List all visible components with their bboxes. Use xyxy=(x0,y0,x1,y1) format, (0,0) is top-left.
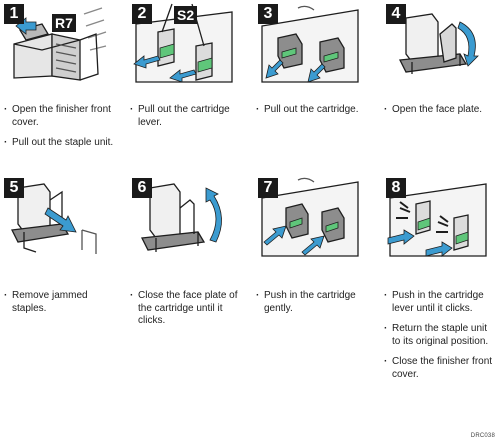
step-number-badge: 2 xyxy=(132,4,152,24)
instruction-item: Return the staple unit to its original p… xyxy=(384,323,496,348)
step-6-caption: Close the face plate of the cartridge un… xyxy=(130,290,248,336)
step-5-caption: Remove jammed staples. xyxy=(4,290,122,323)
document-code: DRC038 xyxy=(470,433,495,439)
close-arrow-icon xyxy=(205,187,222,243)
step-4-illustration: 4 xyxy=(386,4,490,82)
remove-arrow-icon xyxy=(44,207,77,233)
step-8-illustration: 8 xyxy=(386,178,490,257)
instruction-item: Remove jammed staples. xyxy=(4,290,122,315)
instruction-item: Pull out the staple unit. xyxy=(4,137,122,150)
step-6-illustration: 6 xyxy=(132,178,236,256)
instruction-item: Push in the cartridge lever until it cli… xyxy=(384,290,496,315)
instruction-item: Pull out the cartridge lever. xyxy=(130,104,248,129)
face-plate-open-drawing xyxy=(398,13,479,74)
cartridge-lever-drawing xyxy=(133,3,233,83)
step-5-illustration: 5 xyxy=(4,178,108,256)
lever-green-icon xyxy=(159,43,175,59)
pull-arrow-icon xyxy=(265,59,284,79)
step-7-illustration: 7 xyxy=(258,177,362,257)
instruction-item: Close the finisher front cover. xyxy=(384,356,496,381)
remove-staples-drawing xyxy=(11,183,97,254)
lever-push-drawing xyxy=(387,183,487,257)
pull-arrow-icon xyxy=(133,55,161,69)
step-7-caption: Push in the cartridge gently. xyxy=(256,290,374,323)
step-number-badge: 3 xyxy=(258,4,278,24)
instruction-item: Pull out the cartridge. xyxy=(256,104,378,117)
step-2-illustration: 2 S2 xyxy=(132,3,236,83)
cartridge-push-drawing xyxy=(261,177,359,257)
open-arrow-icon xyxy=(457,21,479,67)
step-2-caption: Pull out the cartridge lever. xyxy=(130,104,248,137)
instruction-item: Push in the cartridge gently. xyxy=(256,290,374,315)
step-number-badge: 4 xyxy=(386,4,406,24)
part-label-tag: S2 xyxy=(174,6,198,24)
step-number-badge: 1 xyxy=(4,4,24,24)
step-number-badge: 7 xyxy=(258,178,278,198)
step-8-caption: Push in the cartridge lever until it cli… xyxy=(384,290,496,389)
step-number-badge: 6 xyxy=(132,178,152,198)
instruction-item: Open the face plate. xyxy=(384,104,496,117)
step-3-illustration: 3 xyxy=(258,4,362,83)
push-arrow-icon xyxy=(263,225,287,246)
part-label-tag: R7 xyxy=(52,14,76,32)
instruction-item: Close the face plate of the cartridge un… xyxy=(130,290,248,328)
step-number-badge: 5 xyxy=(4,178,24,198)
step-3-caption: Pull out the cartridge. xyxy=(256,104,378,125)
step-1-illustration: 1 R7 xyxy=(4,4,108,82)
instruction-item: Open the finisher front cover. xyxy=(4,104,122,129)
face-plate-close-drawing xyxy=(140,183,222,252)
push-arrow-icon xyxy=(387,229,415,245)
cartridge-pull-drawing xyxy=(261,5,359,83)
step-4-caption: Open the face plate. xyxy=(384,104,496,125)
step-1-caption: Open the finisher front cover. Pull out … xyxy=(4,104,122,158)
step-number-badge: 8 xyxy=(386,178,406,198)
